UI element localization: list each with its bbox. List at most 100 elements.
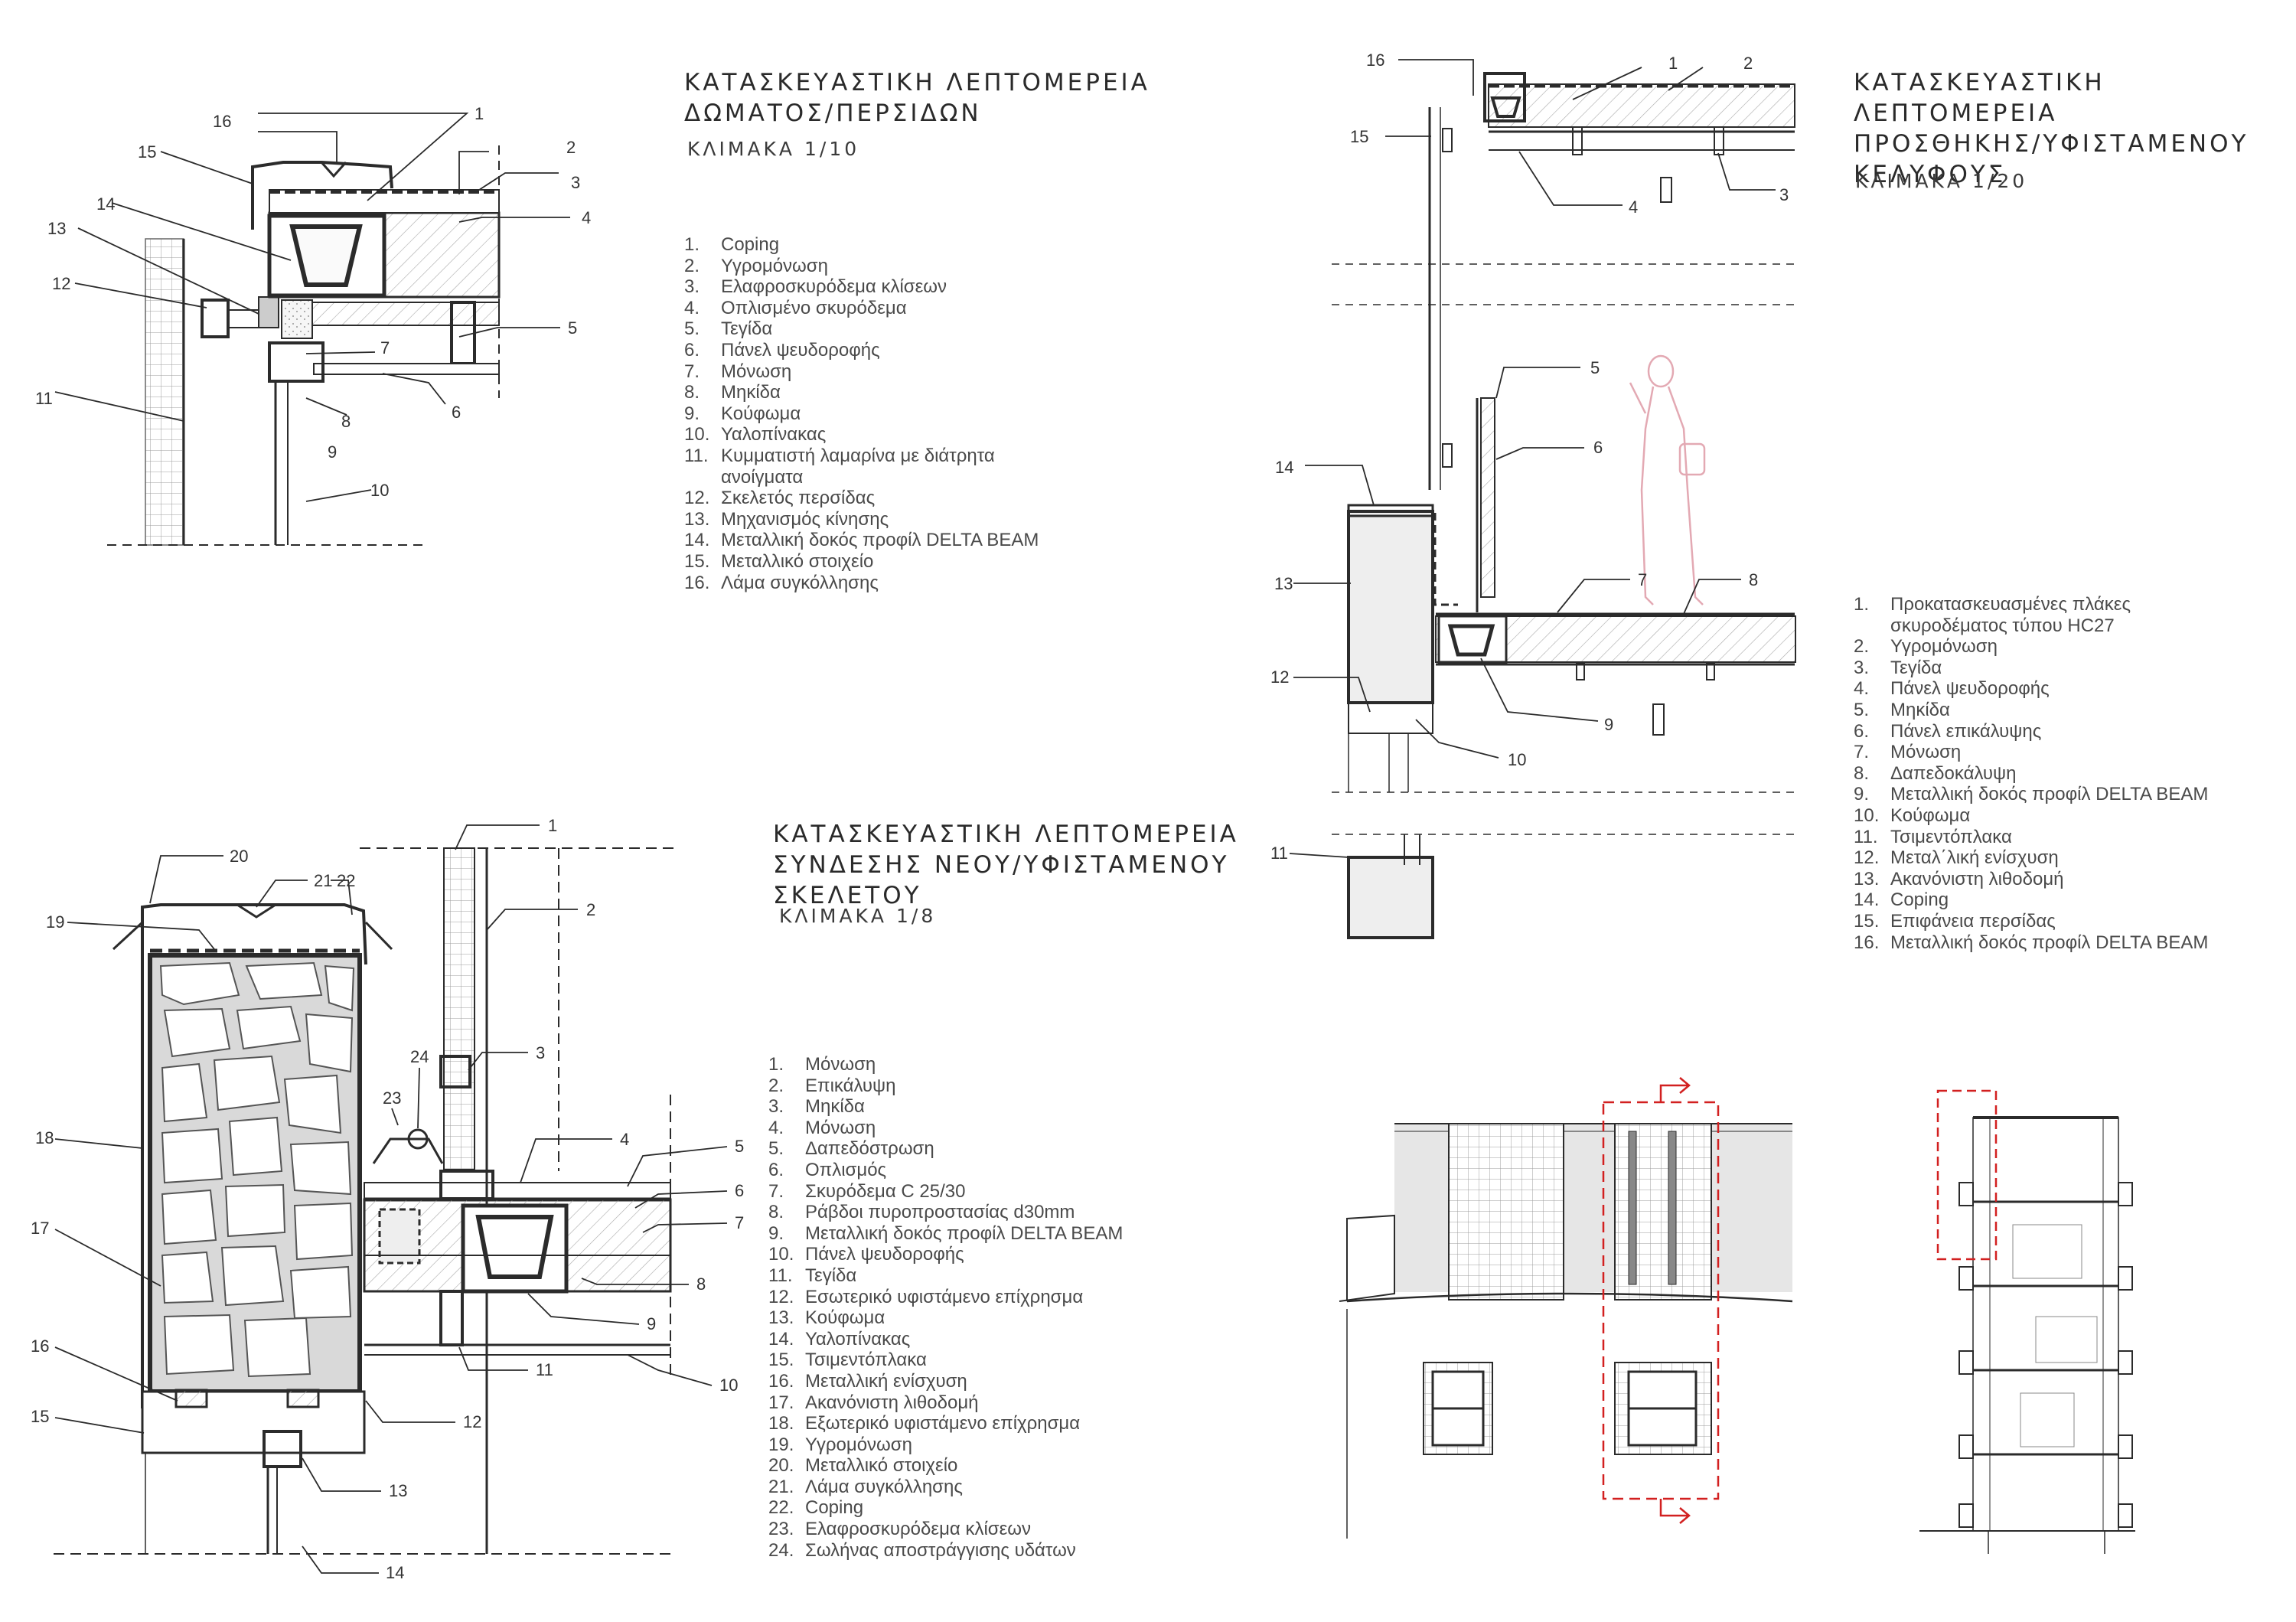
callout-d2-13: 13 <box>1274 574 1293 593</box>
legend-number: 6. <box>768 1159 784 1180</box>
section-marker-building <box>1936 1089 1998 1261</box>
legend-number: 18. <box>768 1413 794 1434</box>
callout-d2-15: 15 <box>1350 127 1368 146</box>
legend-item: 21. Λάμα συγκόλλησης <box>768 1477 1123 1498</box>
legend-number: 9. <box>1854 784 1870 805</box>
legend-number: 4. <box>684 297 700 318</box>
callout-d2-4: 4 <box>1629 197 1638 217</box>
legend-text: Σωλήνας αποστράγγισης υδάτων <box>805 1539 1076 1561</box>
callout-d3-10: 10 <box>719 1376 738 1395</box>
callout-d1-4: 4 <box>582 208 591 227</box>
legend-text: Δαπεδοκάλυψη <box>1890 762 2017 784</box>
legend-text: Πάνελ επικάλυψης <box>1890 720 2042 742</box>
legend-number: 9. <box>684 403 700 424</box>
detail3-scale: ΚΛΙΜΑΚΑ 1/8 <box>779 905 937 927</box>
callout-d2-9: 9 <box>1604 715 1613 734</box>
legend-text: Οπλισμός <box>805 1159 887 1180</box>
legend-number: 1. <box>768 1054 784 1075</box>
legend-number: 6. <box>1854 720 1870 742</box>
legend-text: Σκυρόδεμα C 25/30 <box>805 1180 966 1202</box>
stone-wall <box>1347 510 1434 704</box>
detail3-title: ΚΑΤΑΣΚΕΥΑΣΤΙΚΗ ΛΕΠΤΟΜΕΡΕΙΑ ΣΥΝΔΕΣΗΣ ΝΕΟΥ… <box>773 819 1239 911</box>
legend-number: 21. <box>768 1476 794 1497</box>
legend-item: 13.Μηχανισμός κίνησης <box>684 509 1042 530</box>
callout-d3-7: 7 <box>735 1213 744 1232</box>
legend-number: 22. <box>768 1497 794 1519</box>
legend-text: Επιφάνεια περσίδας <box>1890 910 2056 932</box>
callout-d3-24: 24 <box>410 1047 429 1066</box>
callout-d2-1: 1 <box>1668 54 1678 73</box>
callout-d2-7: 7 <box>1638 570 1647 589</box>
legend-text: Υγρομόνωση <box>1890 636 1998 658</box>
legend-text: Μόνωση <box>1890 742 1962 763</box>
callout-d1-15: 15 <box>138 142 156 162</box>
legend-text: Λάμα συγκόλλησης <box>805 1476 963 1497</box>
legend-number: 23. <box>768 1519 794 1540</box>
legend-text: Μεταλλική δοκός προφίλ DELTA BEAM <box>721 530 1039 551</box>
legend-text: Υγρομόνωση <box>805 1434 912 1455</box>
legend-item: 16.Λάμα συγκόλλησης <box>684 573 1042 594</box>
legend-number: 14. <box>1854 889 1880 911</box>
legend-item: 23.Ελαφροσκυρόδεμα κλίσεων <box>768 1519 1123 1540</box>
legend-number: 3. <box>768 1096 784 1118</box>
legend-text: Κούφωμα <box>721 403 801 424</box>
detail1-title-line1: ΚΑΤΑΣΚΕΥΑΣΤΙΚΗ ΛΕΠΤΟΜΕΡΕΙΑ <box>684 69 1150 96</box>
callout-d2-10: 10 <box>1508 750 1526 769</box>
legend-text: Μηκίδα <box>805 1096 865 1118</box>
mechanism <box>258 296 279 328</box>
legend-number: 2. <box>684 255 700 276</box>
legend-number: 12. <box>1854 847 1880 869</box>
legend-item: 1.Μόνωση <box>768 1054 1123 1075</box>
callout-d2-2: 2 <box>1743 54 1753 73</box>
human-figure <box>1629 354 1706 605</box>
legend-item: 6. Πάνελ επικάλυψης <box>1854 721 2208 742</box>
callout-d2-12: 12 <box>1270 667 1289 687</box>
callout-d3-8: 8 <box>696 1274 706 1294</box>
legend-text: Κυμματιστή λαμαρίνα με διάτρητα ανοίγματ… <box>721 445 995 488</box>
detail2-leaders <box>1289 59 1776 858</box>
legend-item: 7.Μόνωση <box>684 361 1042 383</box>
legend-item: 10.Κούφωμα <box>1854 805 2208 827</box>
detail3-drawing <box>54 847 673 1555</box>
legend-number: 7. <box>1854 742 1870 763</box>
callout-d1-7: 7 <box>380 338 390 357</box>
legend-text: Μηχανισμός κίνησης <box>721 508 889 530</box>
legend-item: 11.Τσιμεντόπλακα <box>1854 827 2208 848</box>
callout-d3-3: 3 <box>536 1043 545 1062</box>
legend-text: Coping <box>805 1497 864 1519</box>
callout-d3-22: 22 <box>337 871 355 890</box>
legend-text: Ακανόνιστη λιθοδομή <box>805 1392 979 1413</box>
detail2-title-line1: ΚΑΤΑΣΚΕΥΑΣΤΙΚΗ ΛΕΠΤΟΜΕΡΕΙΑ <box>1854 69 2105 127</box>
legend-item: 2.Υγρομόνωση <box>1854 636 2208 658</box>
legend-number: 13. <box>1854 868 1880 889</box>
elevation-louvre-left <box>1448 1123 1564 1301</box>
legend-text: Τσιμεντόπλακα <box>1890 826 2012 847</box>
callout-d2-16: 16 <box>1366 51 1384 70</box>
legend-item: 2.Επικάλυψη <box>768 1075 1123 1097</box>
legend-number: 16. <box>1854 932 1880 953</box>
legend-item: 3.Τεγίδα <box>1854 658 2208 679</box>
legend-item: 5.Δαπεδόστρωση <box>768 1138 1123 1160</box>
legend-item: 16.Μεταλλική ενίσχυση <box>768 1371 1123 1392</box>
detail3-title-line3: ΣΚΕΛΕΤΟΥ <box>773 882 922 909</box>
legend-item: 6.Πάνελ ψευδοροφής <box>684 340 1042 361</box>
legend-item: 19.Υγρομόνωση <box>768 1434 1123 1456</box>
callout-d3-2: 2 <box>586 900 595 919</box>
legend-item: 18.Εξωτερικό υφιστάμενο επίχρησμα <box>768 1413 1123 1434</box>
legend-number: 4. <box>1854 678 1870 700</box>
legend-item: 24.Σωλήνας αποστράγγισης υδάτων <box>768 1540 1123 1562</box>
callout-d3-11: 11 <box>536 1360 553 1379</box>
legend-number: 14. <box>684 530 710 551</box>
legend-number: 13. <box>768 1307 794 1329</box>
legend-number: 1. <box>684 234 700 255</box>
legend-item: 4.Πάνελ ψευδοροφής <box>1854 678 2208 700</box>
detail1-callout-numbers: 1 2 3 4 5 6 7 8 9 10 11 12 13 14 15 16 <box>35 104 591 500</box>
detail2-drawing <box>1332 72 1796 939</box>
detail2-legend: 1.Προκατασκευασμένες πλάκες σκυροδέματος… <box>1854 594 2208 953</box>
legend-text: Μεταλλικό στοιχείο <box>805 1455 958 1477</box>
legend-number: 8. <box>684 382 700 403</box>
legend-number: 8. <box>1854 762 1870 784</box>
legend-item: 4.Οπλισμένο σκυρόδεμα <box>684 298 1042 319</box>
legend-number: 16. <box>684 572 710 593</box>
